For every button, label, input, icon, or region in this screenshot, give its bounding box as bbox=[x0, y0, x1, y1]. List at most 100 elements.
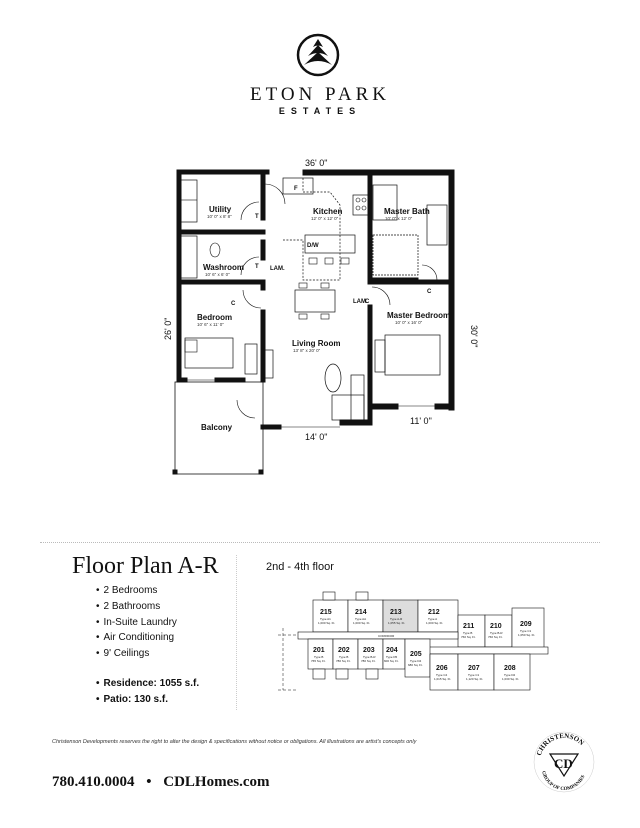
svg-text:Type C4: Type C4 bbox=[436, 673, 448, 677]
svg-text:1,120 Sq. Ft.: 1,120 Sq. Ft. bbox=[466, 677, 483, 681]
lam-label-2: LAM. bbox=[353, 299, 368, 305]
svg-text:Type A1: Type A1 bbox=[320, 617, 331, 621]
svg-text:1,055 Sq. Ft.: 1,055 Sq. Ft. bbox=[388, 621, 405, 625]
room-master-bath: Master Bath bbox=[384, 207, 430, 216]
svg-text:215: 215 bbox=[320, 609, 332, 616]
svg-text:Type B: Type B bbox=[339, 655, 348, 659]
dishwasher-label: D/W bbox=[307, 243, 319, 249]
svg-text:Type C1: Type C1 bbox=[520, 629, 532, 633]
room-utility: Utility bbox=[209, 205, 232, 214]
svg-text:204: 204 bbox=[386, 647, 398, 654]
svg-text:Type A-R: Type A-R bbox=[390, 617, 403, 621]
lam-label: LAM. bbox=[270, 266, 285, 272]
brand-title: ETON PARK bbox=[250, 84, 390, 105]
svg-text:Type B: Type B bbox=[463, 631, 472, 635]
tub-label-2: T bbox=[255, 214, 259, 220]
residence-area: Residence: 1055 s.f. bbox=[96, 676, 200, 692]
room-balcony: Balcony bbox=[201, 423, 233, 432]
tree-in-circle-icon bbox=[296, 33, 340, 77]
closet-label-2: C bbox=[365, 299, 370, 305]
svg-text:205: 205 bbox=[410, 651, 422, 658]
svg-text:765 Sq. Ft.: 765 Sq. Ft. bbox=[311, 659, 326, 663]
svg-text:12' 0" x 12' 0": 12' 0" x 12' 0" bbox=[311, 216, 339, 221]
svg-text:780 Sq. Ft.: 780 Sq. Ft. bbox=[336, 659, 351, 663]
feature-item: 2 Bedrooms bbox=[96, 583, 177, 599]
svg-text:207: 207 bbox=[468, 665, 480, 672]
svg-text:212: 212 bbox=[428, 609, 440, 616]
building-keyplan: CORRIDOR 215 Type A1 1,000 Sq. Ft. 214 T… bbox=[278, 590, 553, 700]
phone-number: 780.410.0004 bbox=[52, 774, 135, 790]
svg-text:1,030 Sq. Ft.: 1,030 Sq. Ft. bbox=[502, 677, 519, 681]
feature-item: 9' Ceilings bbox=[96, 646, 177, 662]
svg-text:1,050 Sq. Ft.: 1,050 Sq. Ft. bbox=[518, 633, 535, 637]
svg-text:10' 0" x 8' 8": 10' 0" x 8' 8" bbox=[207, 214, 232, 219]
room-bedroom: Bedroom bbox=[197, 313, 232, 322]
svg-text:Type A: Type A bbox=[428, 617, 437, 621]
svg-text:Type B-R: Type B-R bbox=[490, 631, 503, 635]
svg-text:Type B-R: Type B-R bbox=[363, 655, 376, 659]
room-washroom: Washroom bbox=[203, 263, 244, 272]
cd-monogram: CD bbox=[554, 756, 573, 771]
tub-label: T bbox=[255, 264, 259, 270]
svg-text:Type AA: Type AA bbox=[355, 617, 366, 621]
section-divider bbox=[40, 542, 600, 543]
svg-text:Type D2: Type D2 bbox=[504, 673, 516, 677]
brand-subtitle: ESTATES bbox=[278, 106, 362, 116]
dimension-bottom-master: 11' 0" bbox=[410, 416, 432, 426]
room-master-bedroom: Master Bedroom bbox=[387, 311, 450, 320]
dimension-right: 30' 0" bbox=[469, 325, 479, 347]
dimension-top: 36' 0" bbox=[305, 158, 327, 168]
svg-text:214: 214 bbox=[355, 609, 367, 616]
svg-text:10' 0" x 12' 0": 10' 0" x 12' 0" bbox=[385, 216, 413, 221]
svg-text:10' 6" x 11' 0": 10' 6" x 11' 0" bbox=[197, 322, 224, 327]
separator-dot: • bbox=[146, 774, 152, 790]
closet-label-3: C bbox=[231, 301, 236, 307]
svg-text:GROUP OF COMPANIES: GROUP OF COMPANIES bbox=[540, 771, 586, 792]
svg-text:1,000 Sq. Ft.: 1,000 Sq. Ft. bbox=[318, 621, 335, 625]
floor-plan-title: Floor Plan A-R bbox=[72, 553, 219, 579]
feature-item: 2 Bathrooms bbox=[96, 599, 177, 615]
svg-text:202: 202 bbox=[338, 647, 350, 654]
svg-text:10' 0" x 16' 0": 10' 0" x 16' 0" bbox=[395, 320, 423, 325]
room-living: Living Room bbox=[292, 339, 340, 348]
website-link[interactable]: CDLHomes.com bbox=[163, 774, 270, 790]
svg-text:206: 206 bbox=[436, 665, 448, 672]
svg-text:1,015 Sq. Ft.: 1,015 Sq. Ft. bbox=[434, 677, 451, 681]
svg-text:Type D4: Type D4 bbox=[410, 659, 422, 663]
contact-line: 780.410.0004 • CDLHomes.com bbox=[52, 774, 270, 791]
svg-text:Type B: Type B bbox=[314, 655, 323, 659]
legal-disclaimer: Christenson Developments reserves the ri… bbox=[52, 739, 417, 745]
svg-text:1,000 Sq. Ft.: 1,000 Sq. Ft. bbox=[353, 621, 370, 625]
christenson-group-logo: CHRISTENSON GROUP OF COMPANIES CD bbox=[533, 731, 595, 793]
svg-text:1,000 Sq. Ft.: 1,000 Sq. Ft. bbox=[426, 621, 443, 625]
svg-text:13' 8" x 20' 0": 13' 8" x 20' 0" bbox=[293, 348, 321, 353]
floor-range-label: 2nd - 4th floor bbox=[266, 561, 334, 573]
svg-text:Type D5: Type D5 bbox=[386, 655, 398, 659]
room-kitchen: Kitchen bbox=[313, 207, 342, 216]
floor-plan-drawing: 36' 0" 26' 0" 30' 0" 14' 0" 11' 0" Utili… bbox=[155, 150, 495, 480]
svg-text:203: 203 bbox=[363, 647, 375, 654]
svg-text:CHRISTENSON: CHRISTENSON bbox=[535, 732, 586, 757]
svg-text:600 Sq. Ft.: 600 Sq. Ft. bbox=[384, 659, 399, 663]
fridge-label: F bbox=[294, 186, 298, 192]
svg-text:208: 208 bbox=[504, 665, 516, 672]
dimension-left: 26' 0" bbox=[163, 318, 173, 340]
svg-text:780 Sq. Ft.: 780 Sq. Ft. bbox=[361, 659, 376, 663]
corridor-label: CORRIDOR bbox=[378, 634, 395, 638]
svg-text:211: 211 bbox=[463, 623, 474, 630]
features-list: 2 Bedrooms 2 Bathrooms In-Suite Laundry … bbox=[96, 583, 177, 662]
svg-text:210: 210 bbox=[490, 623, 502, 630]
svg-text:760 Sq. Ft.: 760 Sq. Ft. bbox=[488, 635, 503, 639]
svg-text:Type C1: Type C1 bbox=[468, 673, 480, 677]
feature-item: Air Conditioning bbox=[96, 630, 177, 646]
svg-text:201: 201 bbox=[313, 647, 325, 654]
area-stats: Residence: 1055 s.f. Patio: 130 s.f. bbox=[96, 676, 200, 708]
svg-text:10' 6" x 6' 0": 10' 6" x 6' 0" bbox=[205, 272, 230, 277]
svg-text:209: 209 bbox=[520, 621, 532, 628]
patio-area: Patio: 130 s.f. bbox=[96, 692, 199, 708]
closet-label: C bbox=[427, 289, 432, 295]
feature-item: In-Suite Laundry bbox=[96, 615, 177, 631]
dimension-bottom-living: 14' 0" bbox=[305, 432, 327, 442]
highlighted-unit: 213 bbox=[390, 609, 402, 616]
svg-text:680 Sq. Ft.: 680 Sq. Ft. bbox=[408, 663, 423, 667]
